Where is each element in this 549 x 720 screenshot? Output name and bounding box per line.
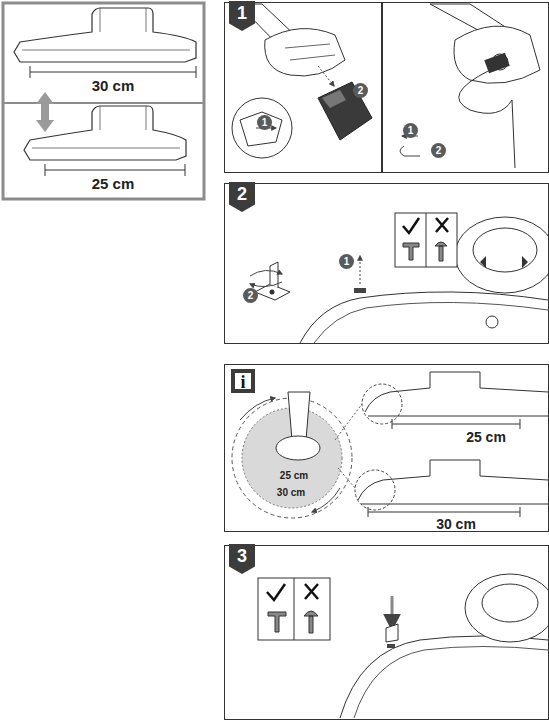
dimension-label: 30 cm bbox=[277, 487, 305, 498]
spool bbox=[455, 217, 549, 293]
remove-arrow bbox=[360, 256, 361, 284]
check-mark bbox=[267, 584, 285, 600]
step-panel: 3 bbox=[224, 545, 549, 720]
swap-arrow bbox=[36, 92, 54, 132]
screw-correct bbox=[403, 243, 419, 260]
size-panel bbox=[3, 3, 204, 199]
guard-edge bbox=[300, 292, 548, 343]
callout-number: 2 bbox=[436, 145, 442, 156]
dimension-label: 25 cm bbox=[280, 470, 308, 481]
spool-marks bbox=[480, 256, 528, 268]
latch bbox=[240, 112, 282, 146]
callout-circle: 2 bbox=[353, 83, 368, 98]
motor-housing bbox=[454, 26, 540, 83]
insert-arrow bbox=[391, 596, 394, 628]
spool-cap bbox=[473, 228, 537, 272]
dimension-label: 30 cm bbox=[436, 516, 476, 532]
step-number: i bbox=[231, 369, 255, 393]
guard-detail bbox=[32, 106, 180, 148]
guard-edge bbox=[340, 636, 548, 718]
screw-correct bbox=[268, 612, 286, 632]
step-panel: 1 1 2 1 2 bbox=[224, 2, 549, 173]
callout-number: 2 bbox=[248, 290, 254, 301]
callout-number: 1 bbox=[408, 125, 414, 136]
step-number: 3 bbox=[229, 544, 255, 574]
rotate-arrow bbox=[250, 270, 282, 276]
callout-number: 1 bbox=[262, 117, 268, 128]
battery bbox=[318, 82, 372, 140]
safety-key bbox=[484, 53, 509, 74]
check-box bbox=[258, 578, 330, 640]
battery-top bbox=[322, 90, 346, 108]
callout-circle: 1 bbox=[339, 254, 354, 269]
dimension-line bbox=[45, 164, 185, 176]
cross-mark bbox=[436, 218, 448, 232]
key-cord bbox=[459, 70, 515, 168]
bracket-tab bbox=[386, 624, 398, 642]
plug-icon bbox=[400, 146, 420, 156]
step-number: 2 bbox=[229, 182, 255, 212]
dimension-label: 25 cm bbox=[466, 429, 506, 445]
divider bbox=[294, 578, 295, 640]
dimension-line bbox=[392, 419, 520, 429]
callout-number: 1 bbox=[344, 256, 350, 267]
rotation-arrow bbox=[312, 488, 340, 512]
guard-edge bbox=[314, 302, 548, 343]
rotation-arrow bbox=[240, 398, 275, 420]
guard-detail bbox=[22, 8, 190, 50]
step-2-art bbox=[250, 213, 549, 343]
divider bbox=[381, 2, 383, 172]
panel-frame bbox=[3, 3, 204, 199]
screw-wrong bbox=[435, 242, 447, 261]
detail-inset bbox=[232, 98, 292, 158]
dimension-line bbox=[368, 507, 520, 517]
callout-circle: 1 bbox=[403, 123, 418, 138]
dimension-line bbox=[30, 66, 196, 78]
guard-side-view bbox=[365, 372, 548, 416]
cross-mark bbox=[305, 584, 318, 599]
spool bbox=[465, 574, 549, 642]
callout-number: 2 bbox=[358, 85, 364, 96]
guard-side-view bbox=[14, 8, 196, 62]
step-3-art bbox=[258, 574, 549, 718]
insert-arrow bbox=[318, 66, 334, 86]
callout-circle: 2 bbox=[431, 143, 446, 158]
dimension-label: 25 cm bbox=[92, 175, 135, 192]
step-panel: 2 1 2 bbox=[224, 183, 549, 344]
screw-wrong bbox=[304, 611, 318, 633]
callout-circle: 2 bbox=[243, 288, 258, 303]
step-1-art bbox=[232, 2, 540, 172]
step-number: 1 bbox=[229, 1, 255, 31]
screw bbox=[387, 644, 395, 648]
divider bbox=[3, 102, 204, 104]
bracket-hole bbox=[270, 290, 275, 295]
spool-cap bbox=[482, 584, 538, 622]
guard-side-view bbox=[358, 460, 548, 504]
rotate-arrow bbox=[250, 282, 282, 287]
callout-circle: 1 bbox=[257, 115, 272, 130]
housing-detail bbox=[285, 44, 335, 60]
divider bbox=[426, 213, 427, 267]
shaft bbox=[288, 392, 310, 440]
trimmer-head bbox=[276, 436, 320, 460]
guard-edge bbox=[354, 647, 548, 719]
check-box bbox=[395, 213, 457, 267]
highlight-circle bbox=[362, 384, 402, 424]
boss bbox=[486, 316, 498, 328]
dimension-label: 30 cm bbox=[92, 77, 135, 94]
info-art bbox=[232, 372, 548, 518]
screw bbox=[354, 288, 366, 293]
leader-line bbox=[335, 404, 362, 488]
check-mark bbox=[403, 218, 419, 233]
motor-housing bbox=[265, 29, 345, 76]
highlight-circle bbox=[355, 470, 395, 510]
step-panel: i bbox=[224, 364, 549, 532]
